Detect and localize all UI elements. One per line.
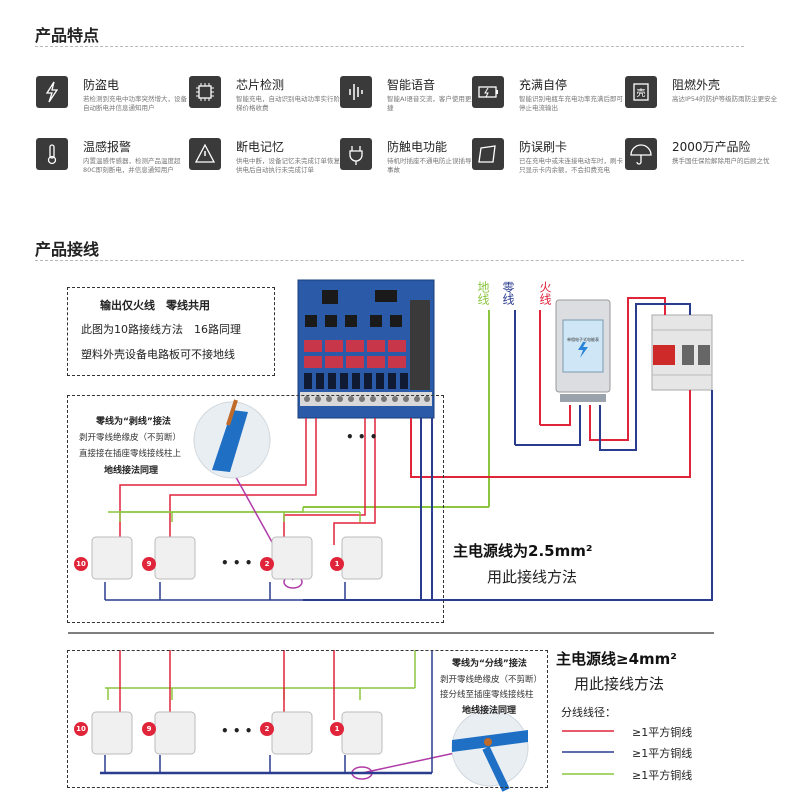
note-top-line1: 输出仅火线 零线共用 (100, 299, 210, 312)
main-4-title: 主电源线≥4mm² (556, 650, 677, 668)
ground-wire-label: 地线 (476, 281, 490, 305)
feature-name: 防误刷卡 (519, 140, 568, 154)
memory-icon (189, 138, 221, 170)
wiring-diagram (68, 279, 714, 792)
legend-title: 分线线径： (561, 706, 616, 719)
socket-number-badge: 1 (330, 722, 344, 736)
socket-number-badge: 10 (74, 557, 88, 571)
strip-note-title: 零线为“剥线”接法 (96, 417, 171, 427)
feature-9: 防误刷卡已在充电中或未连接电动车时，刷卡只显示卡内余额，不会扣费充电 (472, 138, 623, 182)
legend-item-neutral: ≥1平方铜线 (632, 747, 693, 760)
feature-4: 充满自停智能识别电瓶车充电功率充满后即可停止电流输出 (472, 76, 623, 120)
socket-number-badge: 10 (74, 722, 88, 736)
feature-10: 2000万产品险携手国任保险解除用户的后顾之忧 (625, 138, 775, 182)
main-25-sub: 用此接线方法 (487, 568, 578, 586)
feature-2: 芯片检测智能充电，自动识别电动功率实行阶梯价格收费 (189, 76, 340, 120)
socket-number-badge: 2 (260, 722, 274, 736)
feature-7: 断电记忆供电中断，设备记忆未完成订单恢复供电后自动执行未完成订单 (189, 138, 340, 182)
feature-1: 防盗电若检测到充电中功率突然增大，设备自动断电并信息通知用户 (36, 76, 187, 120)
split-note-line1: 剥开零线绝缘皮（不剪断） (440, 675, 543, 685)
feature-name: 充满自停 (519, 78, 568, 92)
feature-desc: 待机时插座不通电防止误插导致触电事故 (387, 157, 491, 174)
thermometer-icon (36, 138, 68, 170)
battery-icon (472, 76, 504, 108)
top-sockets-ellipsis: • • • (221, 556, 253, 570)
feature-name: 防盗电 (83, 78, 120, 92)
live-wire-label: 火线 (538, 281, 552, 305)
feature-desc: 智能识别电瓶车充电功率充满后即可停止电流输出 (519, 95, 623, 112)
note-top-line2: 此图为10路接线方法 16路同理 (81, 323, 241, 336)
feature-desc: 智能充电，自动识别电动功率实行阶梯价格收费 (236, 95, 340, 112)
electric-meter (555, 299, 611, 402)
bottom-sockets-ellipsis: • • • (221, 724, 253, 738)
feature-desc: 已在充电中或未连接电动车时，刷卡只显示卡内余额，不会扣费充电 (519, 157, 623, 174)
lightning-icon (36, 76, 68, 108)
top-wiring-box (67, 395, 444, 623)
socket-number-badge: 9 (142, 722, 156, 736)
shell-icon: 壳 (625, 76, 657, 108)
chip-icon (189, 76, 221, 108)
strip-note-line1: 剥开零线绝缘皮（不剪断） (79, 433, 182, 443)
feature-5: 壳 阻燃外壳高达IP54的防护等级防雨防尘更安全 (625, 76, 777, 120)
feature-6: 温感报警内置温感传感器，检测产品温度超80C即刻断电，并信息通知用户 (36, 138, 186, 182)
bottom-sockets (91, 711, 383, 755)
feature-name: 阻燃外壳 (672, 78, 721, 92)
note-top-line3: 塑料外壳设备电路板可不接地线 (81, 348, 235, 361)
bottom-wiring-box (67, 650, 548, 788)
features-divider (35, 46, 744, 47)
legend-item-live: ≥1平方铜线 (632, 726, 693, 739)
feature-name: 断电记忆 (236, 140, 285, 154)
note-top-box (67, 287, 275, 376)
feature-name: 智能语音 (387, 78, 436, 92)
feature-3: 智能语音智能AI语音交流，客户使用更贴心快捷 (340, 76, 491, 120)
neutral-wire-label: 零线 (501, 281, 515, 305)
feature-name: 防触电功能 (387, 140, 448, 154)
svg-text:壳: 壳 (636, 87, 645, 99)
socket-number-badge: 9 (142, 557, 156, 571)
feature-desc: 内置温感传感器，检测产品温度超80C即刻断电，并信息通知用户 (83, 157, 181, 174)
card-icon (472, 138, 504, 170)
main-4-sub: 用此接线方法 (574, 675, 665, 693)
wiring-divider (35, 260, 744, 261)
voice-icon (340, 76, 372, 108)
top-sockets (91, 536, 383, 580)
features-title: 产品特点 (35, 26, 100, 45)
strip-photo (193, 399, 271, 479)
feature-name: 芯片检测 (236, 78, 285, 92)
main-25-title: 主电源线为2.5mm² (453, 542, 593, 560)
wiring-title: 产品接线 (35, 240, 100, 259)
split-note-title: 零线为“分线”接法 (452, 659, 527, 669)
split-photo (451, 709, 529, 792)
meter-label: 单相电子式电能表 (567, 337, 599, 342)
split-note-footer: 地线接法同理 (462, 706, 517, 716)
strip-note-line2: 直接接在插座零线接线柱上 (79, 449, 182, 459)
socket-number-badge: 1 (330, 557, 344, 571)
split-note-line2: 接分线至插座零线接线柱 (440, 690, 534, 700)
feature-desc: 携手国任保险解除用户的后顾之忧 (672, 157, 770, 165)
feature-name: 2000万产品险 (672, 140, 751, 154)
strip-note-footer: 地线接法同理 (104, 466, 159, 476)
umbrella-icon (625, 138, 657, 170)
feature-name: 温感报警 (83, 140, 132, 154)
feature-desc: 若检测到充电中功率突然增大，设备自动断电并信息通知用户 (83, 95, 187, 112)
feature-desc: 高达IP54的防护等级防雨防尘更安全 (672, 95, 778, 103)
plug-icon (340, 138, 372, 170)
circuit-breaker (651, 314, 713, 391)
main-power-wires (303, 310, 541, 508)
board-ellipsis: • • • (346, 430, 378, 444)
socket-number-badge: 2 (260, 557, 274, 571)
legend-item-ground: ≥1平方铜线 (632, 769, 693, 782)
feature-desc: 智能AI语音交流，客户使用更贴心快捷 (387, 95, 491, 112)
feature-desc: 供电中断，设备记忆未完成订单恢复供电后自动执行未完成订单 (236, 157, 340, 174)
feature-8: 防触电功能待机时插座不通电防止误插导致触电事故 (340, 138, 491, 182)
